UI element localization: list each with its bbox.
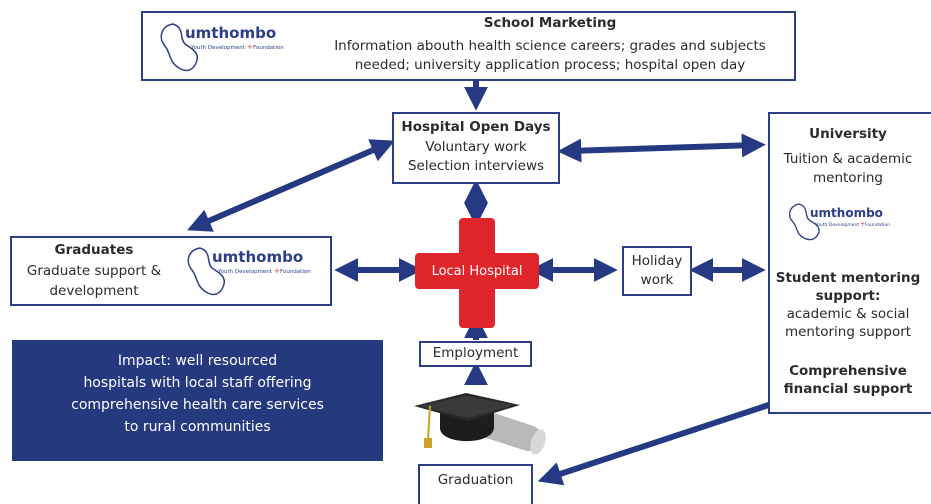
impact-line3: comprehensive health care services	[71, 397, 324, 413]
umthombo-logo-graduates: umthombo Youth Development + Foundation	[187, 247, 311, 296]
mentoring-line-2: mentoring support	[784, 324, 912, 340]
svg-text:Youth Development: Youth Development	[190, 45, 246, 51]
school-marketing-box	[141, 11, 796, 81]
graduates-box	[10, 236, 332, 306]
school-marketing-title: School Marketing	[483, 15, 617, 31]
open-days-line2: Selection interviews	[407, 158, 545, 174]
employment-label: Employment	[432, 345, 519, 361]
university-line1: Tuition & academic	[783, 151, 913, 167]
financial-support-2: financial support	[783, 381, 913, 397]
graduates-title: Graduates	[54, 242, 134, 258]
svg-text:+: +	[274, 267, 280, 275]
holiday-work-box	[622, 246, 692, 296]
umthombo-logo-university: umthombo Youth Development + Foundation	[788, 203, 890, 241]
svg-text:Foundation: Foundation	[280, 269, 311, 275]
graduation-label: Graduation	[437, 472, 514, 488]
svg-text:Youth Development: Youth Development	[814, 222, 859, 228]
umthombo-logo: umthombo Youth Development + Foundation	[160, 23, 284, 72]
arrow-university-to-graduation	[537, 390, 806, 486]
mentoring-title-2: support:	[815, 288, 881, 304]
open-days-line1: Voluntary work	[425, 139, 527, 155]
holiday-line2: work	[640, 272, 674, 288]
local-hospital-label: Local Hospital	[431, 264, 523, 279]
svg-text:+: +	[860, 221, 865, 228]
svg-text:+: +	[247, 43, 253, 51]
svg-text:Foundation: Foundation	[865, 222, 890, 228]
open-days-box	[392, 112, 560, 184]
impact-line1: Impact: well resourced	[117, 353, 278, 369]
impact-line2: hospitals with local staff offering	[83, 375, 312, 391]
school-marketing-line1: Information abouth health science career…	[334, 38, 766, 54]
holiday-line1: Holiday	[631, 253, 683, 269]
svg-text:Foundation: Foundation	[253, 45, 284, 51]
arrow-opendays-graduates	[187, 139, 395, 232]
mentoring-title-1: Student mentoring	[775, 270, 921, 286]
university-line2: mentoring	[813, 170, 883, 186]
svg-text:umthombo: umthombo	[212, 248, 303, 266]
arrow-opendays-university	[557, 133, 766, 163]
university-title: University	[809, 126, 887, 142]
svg-text:Youth Development: Youth Development	[217, 269, 273, 275]
employment-box	[419, 341, 532, 367]
svg-text:umthombo: umthombo	[185, 24, 276, 42]
impact-box	[12, 340, 383, 461]
university-box	[768, 112, 931, 414]
school-marketing-line2: needed; university application process; …	[354, 57, 746, 73]
graduates-line1: Graduate support &	[26, 263, 162, 279]
financial-support-1: Comprehensive	[789, 363, 907, 379]
graduates-line2: development	[49, 283, 139, 299]
open-days-title: Hospital Open Days	[401, 119, 551, 135]
svg-text:umthombo: umthombo	[810, 206, 883, 220]
mentoring-line-1: academic & social	[786, 306, 910, 322]
impact-line4: to rural communities	[124, 419, 271, 435]
